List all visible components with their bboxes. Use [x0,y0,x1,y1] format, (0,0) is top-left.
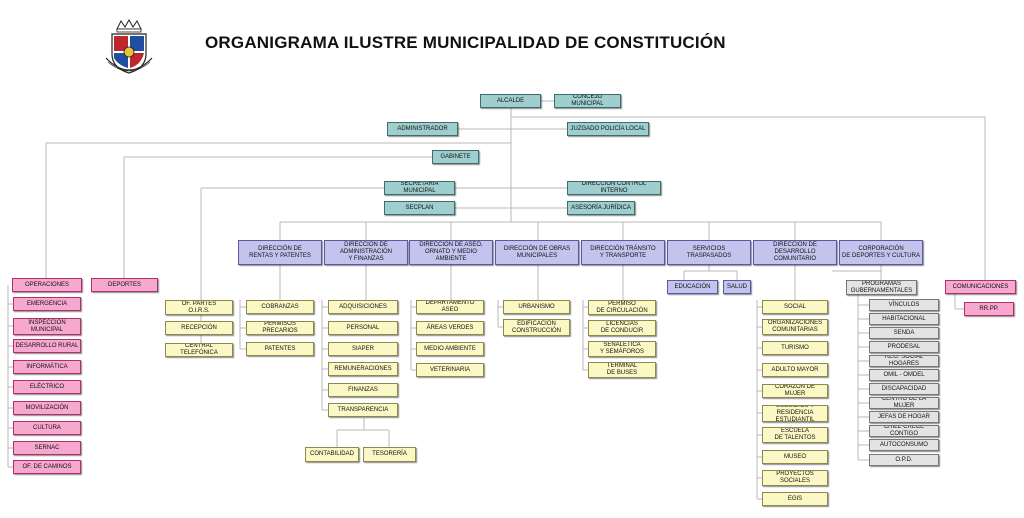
programa-item: DISCAPACIDAD [869,383,939,395]
transito-item: PERMISO DE CIRCULACIÓN [588,300,656,315]
operaciones-item: EMERGENCIA [13,297,81,311]
gabinete-box: GABINETE [432,150,479,164]
rentas-item: PATENTES [246,342,314,356]
finanzas-item: SIAPER [328,342,398,356]
operaciones-box: OPERACIONES [12,278,82,292]
direccion-dideco-box: DIRECCIÓN DE DESARROLLO COMUNITARIO [753,240,837,265]
administrador-box: ADMINISTRADOR [387,122,458,136]
coat-of-arms-icon [103,18,155,78]
servicios-traspasados-box: SERVICIOS TRASPASADOS [667,240,751,265]
dideco-item: MUSEO [762,450,828,464]
direccion-rentas-box: DIRECCIÓN DE RENTAS Y PATENTES [238,240,322,265]
dideco-item: CORAZÓN DE MUJER [762,384,828,398]
rentas-item: COBRANZAS [246,300,314,314]
direccion-finanzas-box: DIRECCIÓN DE ADMINISTRACIÓN Y FINANZAS [324,240,408,265]
operaciones-item: DESARROLLO RURAL [13,339,81,353]
operaciones-item: OF. DE CAMINOS [13,460,81,474]
transito-item: LICENCIAS DE CONDUCIR [588,320,656,336]
dideco-item: ORGANIZACIONES COMUNITARIAS [762,319,828,335]
control-interno-box: DIRECCIÓN CONTROL INTERNO [567,181,661,195]
corporacion-deportes-box: CORPORACIÓN DE DEPORTES Y CULTURA [839,240,923,265]
aseo-item: DEPARTAMENTO ASEO [416,300,484,314]
rrpp-box: RR.PP. [964,302,1014,316]
operaciones-item: INSPECCIÓN MUNICIPAL [13,318,81,335]
operaciones-item: ELÉCTRICO [13,380,81,394]
juzgado-policia-local-box: JUZGADO POLICÍA LOCAL [567,122,649,136]
programa-item: SENDA [869,327,939,339]
programa-item: JEFAS DE HOGAR [869,411,939,423]
finanzas-item: PERSONAL [328,321,398,335]
aseo-item: ÁREAS VERDES [416,321,484,335]
programa-item: REG. SOCIAL HOGARES [869,355,939,367]
salud-box: SALUD [723,280,751,294]
programa-item: AUTOCONSUMO [869,439,939,451]
aseo-item: VETERINARIA [416,363,484,377]
rentas-item: PERMISOS PRECARIOS [246,321,314,335]
operaciones-item: CULTURA [13,421,81,435]
aseo-item: MEDIO AMBIENTE [416,342,484,356]
programa-item: CHILE CRECE CONTIGO [869,425,939,437]
secplan-box: SECPLAN [384,201,455,215]
operaciones-item: SERNAC [13,441,81,455]
direccion-obras-box: DIRECCIÓN DE OBRAS MUNICIPALES [495,240,579,265]
finanzas-item: REMUNERACIONES [328,362,398,376]
educacion-box: EDUCACIÓN [667,280,718,294]
secretaria-item: OF. PARTES O.I.R.S. [165,300,233,315]
operaciones-item: INFORMÁTICA [13,360,81,374]
obras-item: EDIFICACIÓN CONSTRUCCIÓN [503,319,570,336]
programa-item: CENTRO DE LA MUJER [869,397,939,409]
programa-item: O.P.D. [869,454,939,466]
contabilidad-box: CONTABILIDAD [305,447,359,462]
dideco-item: SUBSIDIOS Y RESIDENCIA ESTUDIANTIL [762,405,828,422]
transito-item: TERMINAL DE BUSES [588,362,656,378]
direccion-aseo-box: DIRECCIÓN DE ASEO, ORNATO Y MEDIO AMBIEN… [409,240,493,265]
programa-item: HABITACIONAL [869,313,939,325]
finanzas-item: ADQUISICIONES [328,300,398,314]
programa-item: PRODESAL [869,341,939,353]
dideco-item: ADULTO MAYOR [762,363,828,377]
tesoreria-box: TESORERÍA [363,447,416,462]
deportes-box: DEPORTES [91,278,158,292]
operaciones-item: MOVILIZACIÓN [13,401,81,415]
dideco-item: PROYECTOS SOCIALES [762,470,828,486]
secretaria-item: CENTRAL TELEFÓNICA [165,343,233,357]
dideco-item: SOCIAL [762,300,828,314]
programa-item: OMIL - OMDEL [869,369,939,381]
dideco-item: ESCUELA DE TALENTOS [762,427,828,443]
finanzas-item: TRANSPARENCIA [328,403,398,417]
finanzas-item: FINANZAS [328,383,398,397]
asesoria-juridica-box: ASESORÍA JURÍDICA [567,201,635,215]
obras-item: URBANISMO [503,300,570,314]
dideco-item: EGIS [762,492,828,506]
direccion-transito-box: DIRECCIÓN TRÁNSITO Y TRANSPORTE [581,240,665,265]
secretaria-item: RECEPCIÓN [165,321,233,335]
page-title: ORGANIGRAMA ILUSTRE MUNICIPALIDAD DE CON… [205,33,726,52]
concejo-municipal-box: CONCEJO MUNICIPAL [554,94,621,108]
dideco-item: TURISMO [762,341,828,355]
comunicaciones-box: COMUNICACIONES [945,280,1016,294]
programas-gubernamentales-box: PROGRAMAS GUBERNAMENTALES [846,280,917,295]
alcalde-box: ALCALDE [480,94,541,108]
secretaria-municipal-box: SECRETARIA MUNICIPAL [384,181,455,195]
programa-item: VÍNCULOS [869,299,939,311]
transito-item: SEÑALÉTICA Y SEMÁFOROS [588,341,656,357]
